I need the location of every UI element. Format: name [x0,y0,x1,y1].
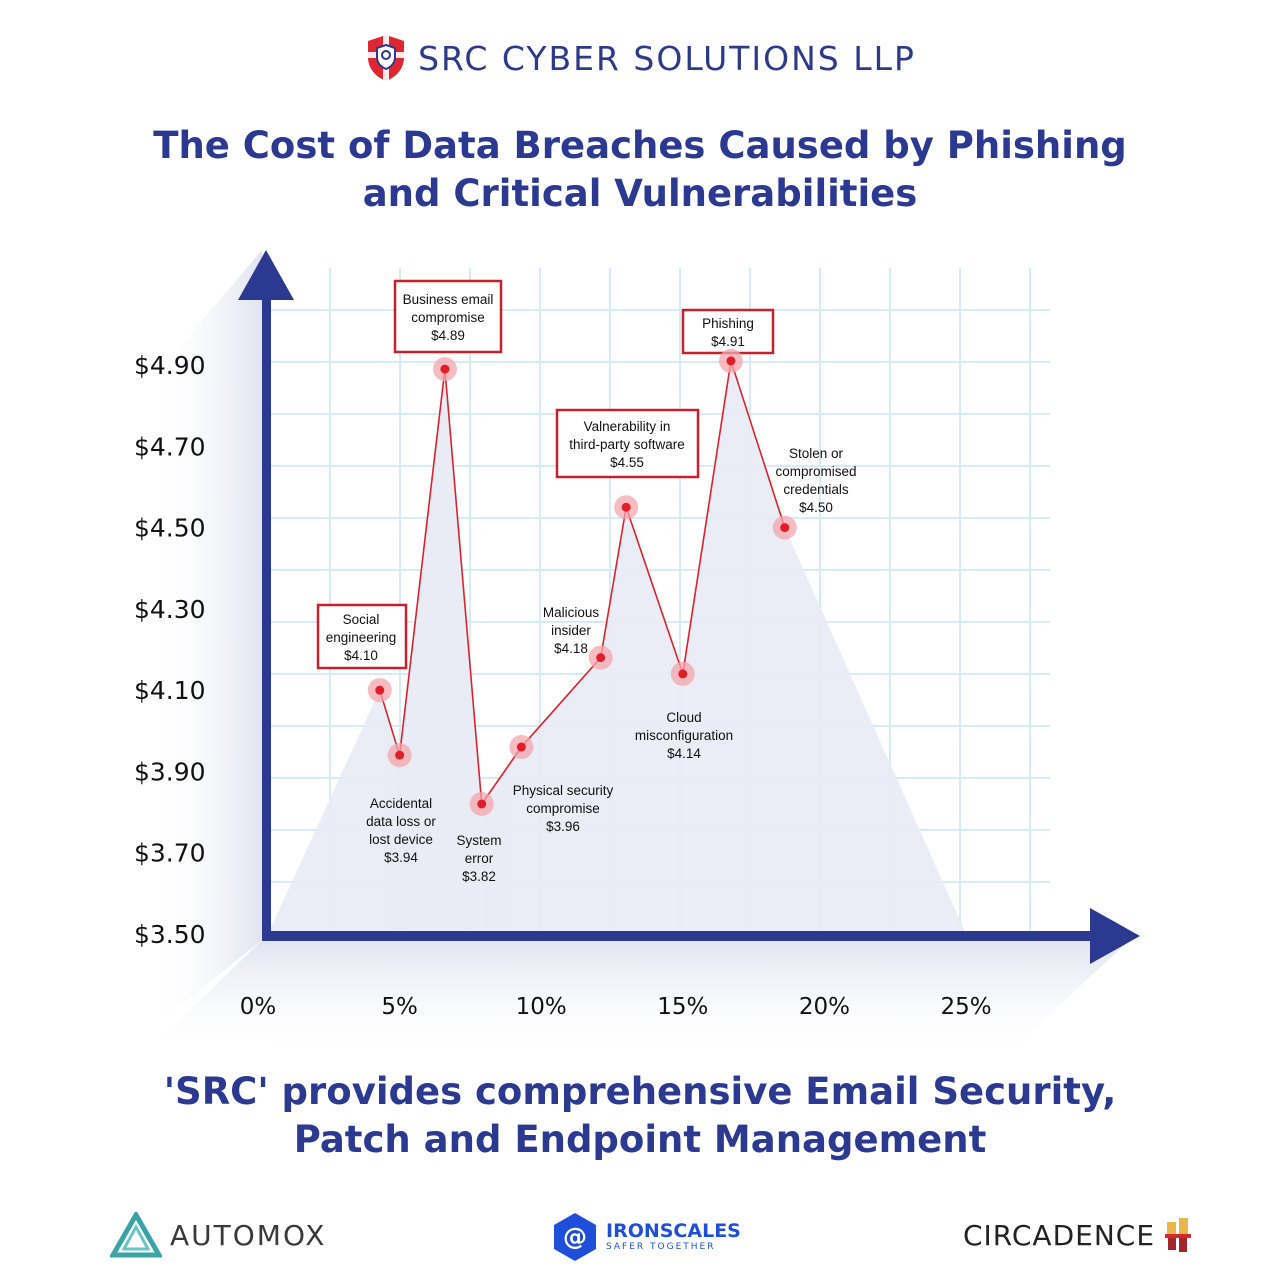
x-tick-label: 10% [516,994,567,1020]
y-axis [262,290,271,940]
point-label: $3.94 [384,850,418,865]
automox-triangle-logo [110,1212,162,1258]
point-label: $4.50 [799,500,833,515]
shield-icon [368,35,405,81]
y-tick-label: $4.10 [134,676,206,705]
point-label: compromised [775,464,856,479]
point-marker [375,685,385,695]
title-line-1: The Cost of Data Breaches Caused by Phis… [153,124,1127,167]
partner-automox: AUTOMOX [110,1212,326,1258]
area-fill [268,360,966,935]
point-marker [678,669,688,679]
point-label: lost device [369,832,433,847]
point-label: compromise [526,801,600,816]
y-tick-label: $4.90 [134,351,206,380]
point-label: $4.89 [431,328,465,343]
data-point: Valnerability in third-party software $4.5… [555,408,700,520]
data-point: Stolen or compromised credentials $4.50 [772,446,857,540]
point-label: $3.82 [462,869,496,884]
point-label: data loss or [366,814,436,829]
point-label: third-party software [569,437,685,452]
point-label: Stolen or [789,446,844,461]
chart-title: The Cost of Data Breaches Caused by Phis… [0,122,1280,218]
partner-name: CIRCADENCE [963,1218,1156,1252]
axis-shadow [150,250,262,1030]
data-point: Social engineering $4.10 [316,603,408,703]
circadence-logo [1165,1218,1192,1252]
point-marker [780,523,790,533]
point-marker [395,750,405,760]
callout-box [681,308,775,355]
point-label: Business email [403,292,494,307]
svg-text:@: @ [563,1223,587,1251]
partner-tagline: SAFER TOGETHER [606,1242,716,1252]
point-label: Malicious [543,605,600,620]
point-label: Phishing [702,316,754,331]
x-tick-label: 5% [381,994,418,1020]
y-tick-label: $4.70 [134,432,206,461]
point-label: Physical security [513,783,614,798]
axis-shadow [160,940,1130,1050]
point-label: $4.91 [711,334,745,349]
data-point: Malicious insider $4.18 [543,605,613,670]
partner-logos: AUTOMOX @ IRONSCALES SAFER TOGETHER CIRC… [0,1200,1280,1280]
data-point: Accidental data loss or lost device $3.94 [366,743,436,865]
point-marker [596,653,606,663]
x-tick-label: 20% [799,994,850,1020]
point-label: insider [551,623,591,638]
point-label: misconfiguration [635,728,733,743]
point-label: compromise [411,310,485,325]
partner-ironscales: @ IRONSCALES SAFER TOGETHER [552,1212,741,1262]
partner-name: IRONSCALES [606,1220,741,1242]
x-tick-label: 15% [657,994,708,1020]
point-label: credentials [783,482,849,497]
x-axis [262,931,1102,941]
series-line [379,360,786,807]
x-tick-label: 0% [240,994,277,1020]
point-marker [477,799,487,809]
point-label: Valnerability in [584,419,671,434]
callout-box [555,408,700,479]
y-tick-label: $4.50 [134,514,206,543]
y-axis-arrow-icon [238,250,294,300]
point-label: $4.10 [344,648,378,663]
point-label: $3.96 [546,819,580,834]
point-label: engineering [326,630,397,645]
point-label: $4.14 [667,746,701,761]
x-axis-arrow-icon [1090,908,1140,964]
tagline-line-1: 'SRC' provides comprehensive Email Secur… [163,1070,1117,1113]
point-label: $4.18 [554,641,588,656]
line-chart: $3.50 $3.70 $3.90 $4.10 $4.30 $4.50 $4.70 $4.90… [134,250,1140,1050]
tagline: 'SRC' provides comprehensive Email Secur… [0,1068,1280,1164]
brand-header: SRC CYBER SOLUTIONS LLP [0,30,1280,86]
point-marker [516,742,526,752]
point-label: System [456,833,501,848]
y-tick-label: $4.30 [134,595,206,624]
point-marker [621,502,631,512]
tagline-line-2: Patch and Endpoint Management [293,1118,987,1161]
callout-box [393,279,503,354]
data-point: System error $3.82 [456,791,502,884]
y-tick-label: $3.90 [134,757,206,786]
y-tick-label: $3.50 [134,920,206,949]
point-label: Social [343,612,380,627]
data-point: Phishing $4.91 [681,308,775,373]
x-tick-label: 25% [940,994,991,1020]
point-label: Accidental [370,796,432,811]
partner-circadence: CIRCADENCE [963,1214,1193,1256]
ironscales-at-logo: @ [554,1213,596,1261]
point-label: Cloud [666,710,701,725]
point-label: error [465,851,494,866]
point-marker [440,364,450,374]
point-label: $4.55 [610,455,644,470]
brand-name: SRC CYBER SOLUTIONS LLP [418,38,916,78]
partner-name: AUTOMOX [170,1218,327,1252]
point-marker [726,356,736,366]
y-tick-label: $3.70 [134,839,206,868]
callout-box [316,603,408,670]
data-point: Business email compromise $4.89 [393,279,503,382]
title-line-2: and Critical Vulnerabilities [362,172,918,215]
data-point: Physical security compromise $3.96 [509,735,614,834]
data-point: Cloud misconfiguration $4.14 [635,661,733,761]
